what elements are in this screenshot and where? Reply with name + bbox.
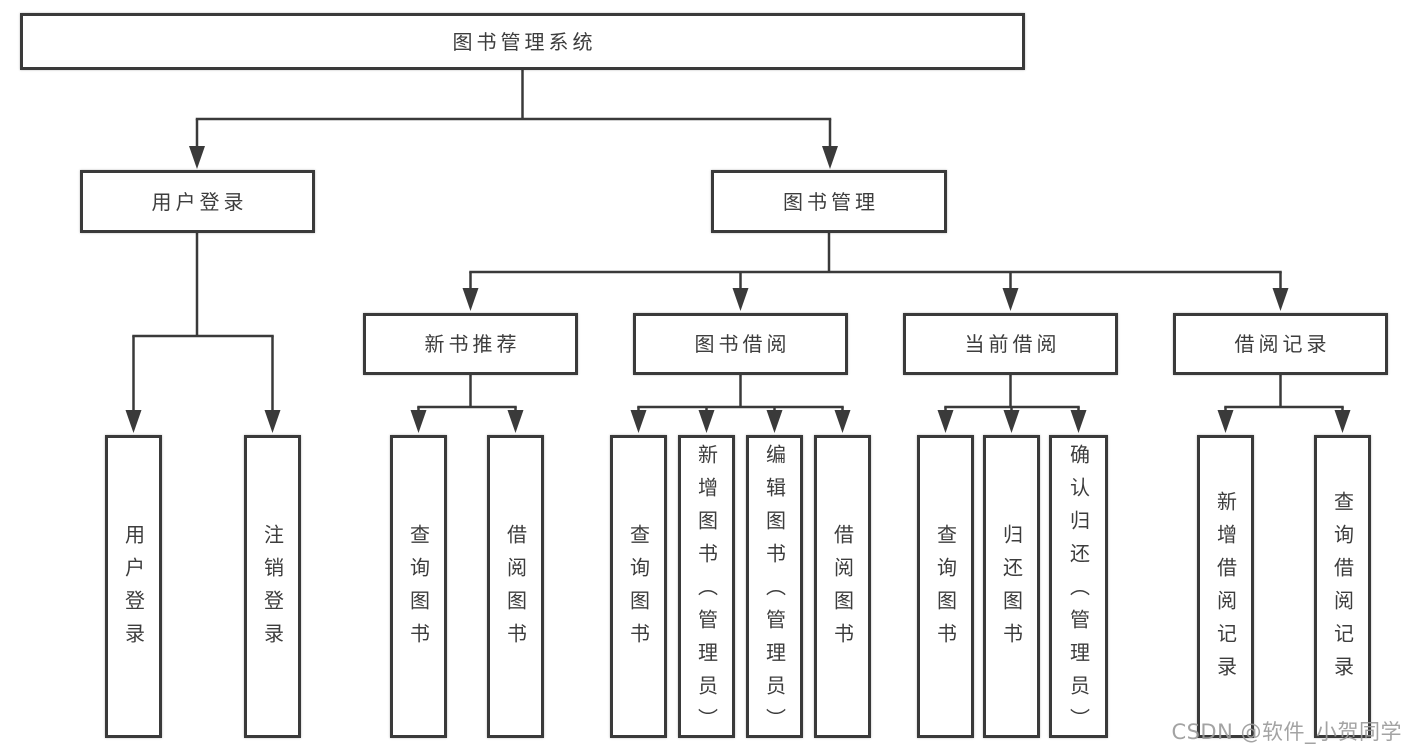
node-label: 编辑图书（管理员） xyxy=(762,444,787,741)
node-label: 查询图书 xyxy=(626,523,651,656)
node-book-management: 图书管理 xyxy=(711,170,947,233)
node-label: 图书管理系统 xyxy=(452,29,597,54)
node-new-book-recommend: 新书推荐 xyxy=(363,313,578,375)
node-label: 用户登录 xyxy=(151,189,248,214)
node-label: 查询图书 xyxy=(933,523,958,656)
leaf-query-books-borrowing: 查询图书 xyxy=(610,435,667,738)
node-label: 借阅图书 xyxy=(503,523,528,656)
node-label: 当前借阅 xyxy=(964,332,1061,356)
node-label: 新书推荐 xyxy=(424,332,521,356)
node-label: 借阅图书 xyxy=(830,523,855,656)
leaf-confirm-return-admin: 确认归还（管理员） xyxy=(1049,435,1108,741)
node-label: 新增借阅记录 xyxy=(1213,490,1238,689)
node-label: 查询图书 xyxy=(406,523,431,656)
leaf-edit-books-admin: 编辑图书（管理员） xyxy=(746,435,803,741)
leaf-user-login: 用户登录 xyxy=(105,435,162,738)
leaf-borrow-books: 借阅图书 xyxy=(814,435,871,738)
node-borrow-records: 借阅记录 xyxy=(1173,313,1388,375)
leaf-query-borrow-record: 查询借阅记录 xyxy=(1314,435,1371,738)
node-label: 图书管理 xyxy=(783,189,879,214)
node-user-login: 用户登录 xyxy=(80,170,315,233)
leaf-add-books-admin: 新增图书（管理员） xyxy=(678,435,735,741)
node-book-management-system: 图书管理系统 xyxy=(20,13,1025,70)
node-current-borrowing: 当前借阅 xyxy=(903,313,1118,375)
node-label: 确认归还（管理员） xyxy=(1066,444,1091,741)
leaf-logout: 注销登录 xyxy=(244,435,301,738)
node-label: 注销登录 xyxy=(260,523,285,656)
node-label: 借阅记录 xyxy=(1234,332,1331,356)
csdn-watermark: CSDN @软件_小贺同学 xyxy=(1171,720,1402,744)
arrowhead-icons xyxy=(125,146,1351,433)
leaf-add-borrow-record: 新增借阅记录 xyxy=(1197,435,1254,738)
node-label: 用户登录 xyxy=(121,523,146,656)
node-book-borrowing: 图书借阅 xyxy=(633,313,848,375)
node-label: 图书借阅 xyxy=(694,332,791,356)
leaf-return-books: 归还图书 xyxy=(983,435,1040,738)
node-label: 归还图书 xyxy=(999,523,1024,656)
leaf-query-books-current: 查询图书 xyxy=(917,435,974,738)
node-label: 新增图书（管理员） xyxy=(694,444,719,741)
node-label: 查询借阅记录 xyxy=(1330,490,1355,689)
leaf-query-books-recommend: 查询图书 xyxy=(390,435,447,738)
leaf-borrow-books-recommend: 借阅图书 xyxy=(487,435,544,738)
